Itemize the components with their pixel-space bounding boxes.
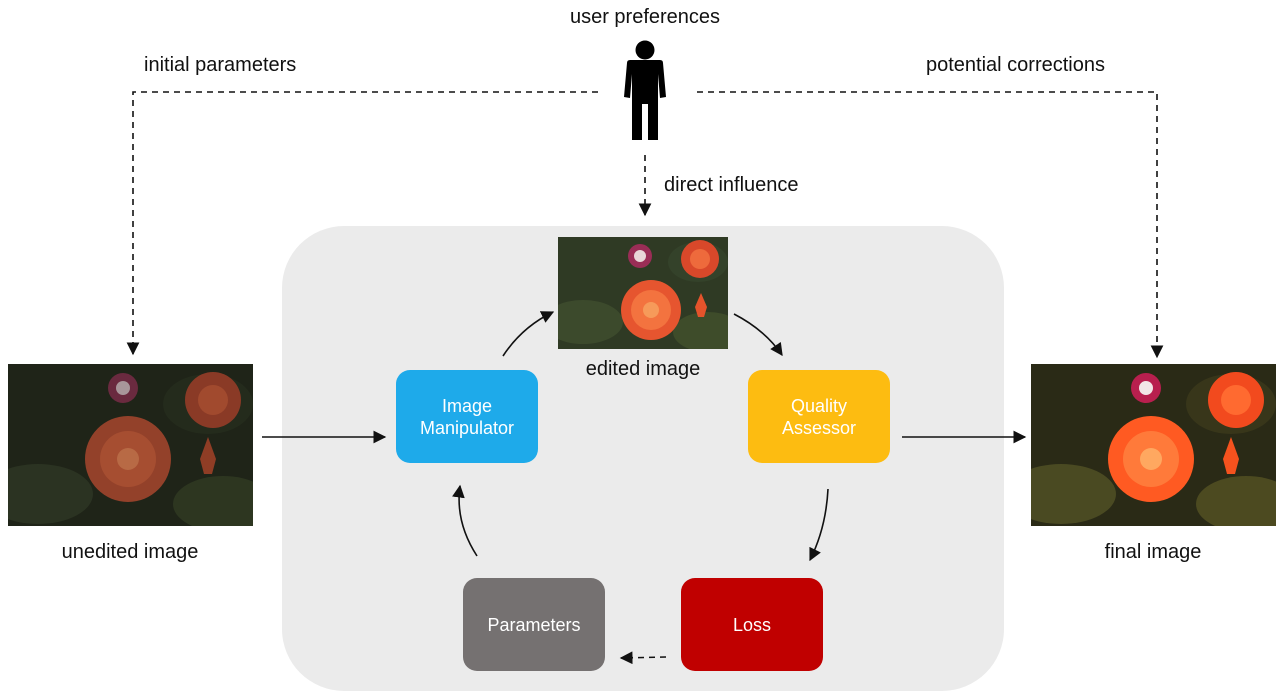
parameters-label: Parameters	[487, 614, 581, 635]
edited-to-assessor-arrow	[733, 313, 783, 357]
unedited-image	[8, 364, 253, 526]
final-image-label: final image	[1104, 541, 1202, 563]
unedited-flower-photo	[8, 364, 253, 526]
image-manipulator-label-line1: Image	[441, 395, 493, 416]
potential-corrections-label: potential corrections	[926, 54, 1105, 76]
assessor-to-loss-arrow	[809, 488, 829, 562]
edited-flower-photo	[558, 237, 728, 349]
manipulator-to-edited-arrow	[502, 311, 555, 357]
quality-assessor-box: Quality Assessor	[748, 370, 890, 463]
person-icon	[624, 40, 666, 140]
image-manipulator-box: Image Manipulator	[396, 370, 538, 463]
parameters-box: Parameters	[463, 578, 605, 671]
edited-image	[558, 237, 728, 349]
direct-influence-label: direct influence	[664, 174, 799, 196]
loss-label: Loss	[732, 614, 772, 635]
unedited-image-label: unedited image	[61, 541, 199, 563]
quality-assessor-label-line1: Quality	[790, 395, 848, 416]
final-flower-photo	[1031, 364, 1276, 526]
initial-parameters-label: initial parameters	[144, 54, 297, 76]
potential-corrections-arrow	[697, 91, 1164, 359]
final-image	[1031, 364, 1276, 526]
initial-parameters-arrow	[126, 91, 598, 356]
user-preferences-label: user preferences	[569, 6, 721, 28]
loss-to-parameters-arrow	[619, 651, 667, 665]
loss-box: Loss	[681, 578, 823, 671]
parameters-to-manipulator-arrow	[452, 484, 478, 557]
image-manipulator-label-line2: Manipulator	[419, 417, 515, 438]
edited-image-label: edited image	[585, 358, 701, 380]
quality-assessor-label-line2: Assessor	[781, 417, 857, 438]
